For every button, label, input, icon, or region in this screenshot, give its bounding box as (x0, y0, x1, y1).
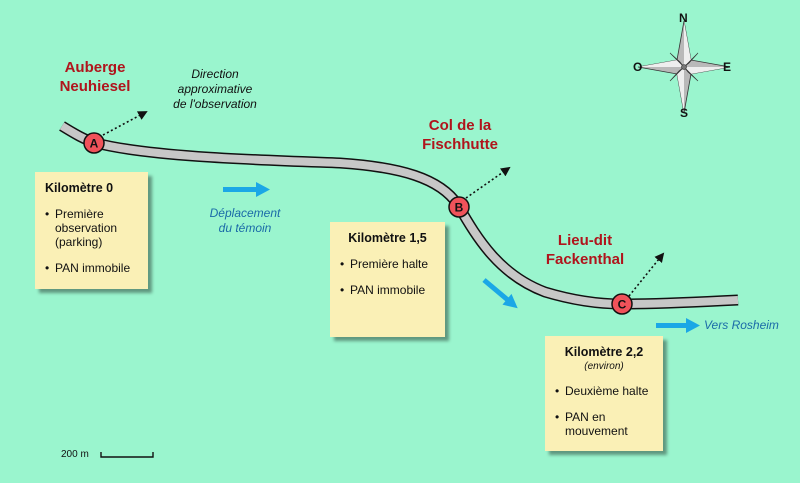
km15-item-2: PAN immobile (340, 283, 435, 297)
km22-item-1: Deuxième halte (555, 384, 653, 398)
observation-arrow-b (465, 166, 511, 199)
info-box-km0: Kilomètre 0 Première observation (parkin… (35, 172, 148, 289)
scale-label: 200 m (61, 449, 89, 460)
marker-a: A (83, 132, 105, 154)
observation-direction-note: Direction approximative de l'observation (173, 67, 257, 111)
km15-item-1: Première halte (340, 257, 435, 271)
km22-title: Kilomètre 2,2 (564, 345, 644, 359)
place-fackenthal-label: Lieu-dit Fackenthal (545, 232, 625, 268)
km0-item-2: PAN immobile (45, 261, 138, 275)
km0-title: Kilomètre 0 (45, 181, 114, 195)
place-auberge-label: Auberge Neuhiesel (59, 59, 131, 95)
place-col-label: Col de la Fischhutte (422, 117, 498, 153)
info-box-km22: Kilomètre 2,2 (environ) Deuxième halte P… (545, 336, 663, 451)
marker-a-label: A (90, 137, 99, 151)
place-col-fischhutte: Col de la Fischhutte (410, 116, 510, 154)
km22-subtitle: (environ) (584, 361, 624, 372)
km0-item-1: Première observation (parking) (45, 207, 138, 249)
info-box-km15: Kilomètre 1,5 Première halte PAN immobil… (330, 222, 445, 337)
witness-direction-arrow (223, 182, 270, 197)
rosheim-arrow (656, 318, 700, 333)
marker-b: B (448, 196, 470, 218)
km15-title: Kilomètre 1,5 (348, 231, 427, 245)
observation-arrow-c (628, 252, 665, 297)
marker-c-label: C (618, 298, 627, 312)
vers-rosheim-note: Vers Rosheim (704, 318, 779, 332)
scale-bar (100, 452, 154, 458)
witness-movement-note: Déplacement du témoin (209, 206, 281, 235)
compass-east-label: E (723, 60, 732, 74)
downhill-arrow (482, 278, 518, 309)
marker-c: C (611, 293, 633, 315)
compass-south-label: S (680, 106, 689, 120)
km0-list: Première observation (parking) PAN immob… (45, 207, 138, 275)
km15-list: Première halte PAN immobile (340, 257, 435, 297)
place-fackenthal: Lieu-dit Fackenthal (540, 231, 630, 269)
place-auberge-neuhiesel: Auberge Neuhiesel (55, 58, 135, 96)
compass-rose-icon (637, 20, 731, 114)
km22-list: Deuxième halte PAN en mouvement (555, 384, 653, 438)
compass-north-label: N (679, 11, 688, 25)
km22-item-2: PAN en mouvement (555, 410, 653, 438)
observation-arrow-a (102, 111, 148, 136)
marker-b-label: B (455, 201, 464, 215)
compass-west-label: O (633, 60, 643, 74)
